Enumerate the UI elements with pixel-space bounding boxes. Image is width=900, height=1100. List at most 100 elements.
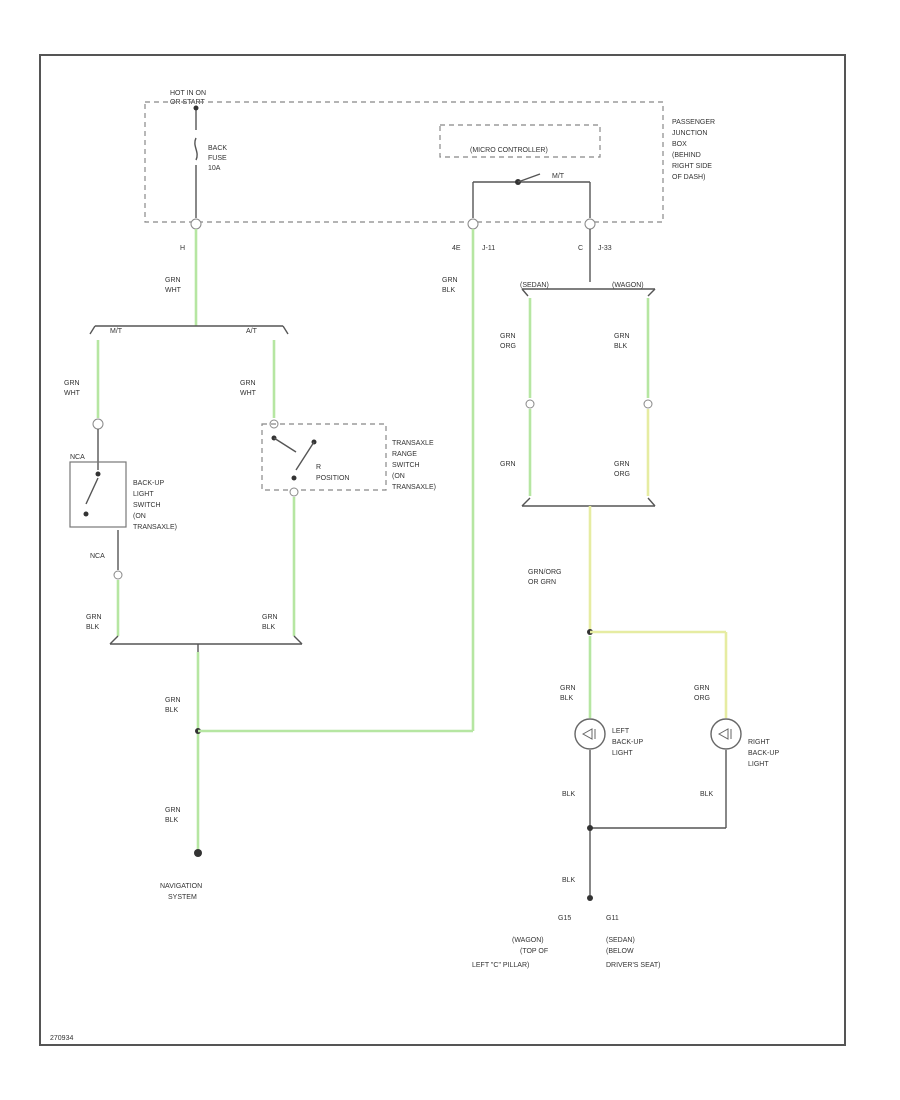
fuse-label-line2: FUSE — [208, 155, 227, 162]
wire-label-grn-blk-main1-1: GRN — [165, 697, 181, 704]
backup-switch-line1: BACK-UP — [133, 480, 164, 487]
footer-code: 270934 — [50, 1035, 73, 1042]
backup-switch-line4: (ON — [133, 513, 146, 520]
wire-label-grn-blk-left-1: GRN — [86, 614, 102, 621]
jb-pin-4e-label: 4E — [452, 245, 461, 252]
navigation-line2: SYSTEM — [168, 894, 197, 901]
backup-switch-line3: SWITCH — [133, 502, 161, 509]
junction-box-line3: BOX — [672, 141, 687, 148]
wire-label-grn-wht-left-1: GRN — [64, 380, 80, 387]
wire-label-sedan-top-2: ORG — [500, 343, 516, 350]
range-switch-contact-icon — [295, 441, 315, 471]
jb-pin-4e-conn-label: J-11 — [482, 245, 495, 252]
ground-right-line1: (SEDAN) — [606, 937, 635, 944]
range-switch-line5: TRANSAXLE) — [392, 484, 436, 491]
wire-label-wagon-bottom-2: ORG — [614, 471, 630, 478]
diagram-frame — [39, 54, 846, 1046]
left-light-name-1: LEFT — [612, 728, 630, 735]
right-backup-light-icon — [710, 718, 742, 750]
ground-left-line3: LEFT "C" PILLAR) — [472, 962, 529, 969]
wire-label-right-light-1: GRN — [694, 685, 710, 692]
wire-label-right-light-2: ORG — [694, 695, 710, 702]
split-label-at: A/T — [246, 328, 258, 335]
left-backup-light-icon — [574, 718, 606, 750]
wire-label-wagon-top-1: GRN — [614, 333, 630, 340]
junction-box-line5: RIGHT SIDE — [672, 163, 712, 170]
wire-label-merge-2: OR GRN — [528, 579, 556, 586]
split-label-mt: M/T — [110, 328, 123, 335]
ground-right-line2: (BELOW — [606, 948, 634, 955]
splice-node-ground — [587, 825, 593, 831]
fuse-label-line1: BACK — [208, 145, 227, 152]
wire-label-grn-blk-right-2: BLK — [262, 624, 276, 631]
right-light-name-2: BACK-UP — [748, 750, 779, 757]
hot-label-line2: OR START — [170, 99, 205, 106]
left-light-name-3: LIGHT — [612, 750, 633, 757]
junction-box-line6: OF DASH) — [672, 174, 705, 181]
jb-pin-c-conn-label: J-33 — [598, 245, 612, 252]
junction-box-line1: PASSENGER — [672, 119, 715, 126]
wire-label-merge-1: GRN/ORG — [528, 569, 561, 576]
range-switch-line2: RANGE — [392, 451, 417, 458]
wire-label-wagon-top-2: BLK — [614, 343, 628, 350]
range-switch-line4: (ON — [392, 473, 405, 480]
wire-label-sedan-bottom: GRN — [500, 461, 516, 468]
hot-label-line1: HOT IN ON — [170, 90, 206, 97]
wire-label-grn-wht-left-2: WHT — [64, 390, 81, 397]
backup-switch-line2: LIGHT — [133, 491, 154, 498]
left-ground-wire-label: BLK — [562, 791, 576, 798]
wire-label-left-light-1: GRN — [560, 685, 576, 692]
variant-sedan-top-label: (SEDAN) — [520, 282, 549, 289]
nca-bottom-label: NCA — [90, 553, 105, 560]
micro-controller-label: (MICRO CONTROLLER) — [470, 147, 548, 154]
wire-label-grn-wht-top-1: GRN — [165, 277, 181, 284]
right-light-name-3: LIGHT — [748, 761, 769, 768]
fuse-label-line3: 10A — [208, 165, 221, 172]
backup-switch-line5: TRANSAXLE) — [133, 524, 177, 531]
wire-label-grn-wht-right-2: WHT — [240, 390, 257, 397]
wire-label-grn-wht-right-1: GRN — [240, 380, 256, 387]
wire-label-grn-blk-main2-2: BLK — [165, 817, 179, 824]
junction-box-line2: JUNCTION — [672, 130, 707, 137]
right-light-name-1: RIGHT — [748, 739, 771, 746]
range-switch-line1: TRANSAXLE — [392, 440, 434, 447]
right-ground-wire-label: BLK — [700, 791, 714, 798]
ground-wire-label: BLK — [562, 877, 576, 884]
wire-label-grn-blk-left-2: BLK — [86, 624, 100, 631]
range-switch-position-r: R — [316, 464, 321, 471]
fuse-pin-label: H — [180, 245, 185, 252]
fuse-icon — [194, 137, 198, 161]
variant-wagon-top-label: (WAGON) — [612, 282, 644, 289]
backup-switch-contact-icon — [85, 477, 99, 505]
wire-label-grn-blk-main2-1: GRN — [165, 807, 181, 814]
ground-right-line3: DRIVER'S SEAT) — [606, 962, 661, 969]
wire-label-sedan-top-1: GRN — [500, 333, 516, 340]
range-switch-line3: SWITCH — [392, 462, 420, 469]
junction-box-line4: (BEHIND — [672, 152, 701, 159]
range-switch-outline — [261, 423, 387, 491]
nca-top-label: NCA — [70, 454, 85, 461]
micro-controller-outline — [439, 124, 601, 158]
jb-pin-4e-connector — [467, 218, 479, 230]
fuse-output-connector — [190, 218, 202, 230]
ground-left-line1: (WAGON) — [512, 937, 544, 944]
range-switch-position-label: POSITION — [316, 475, 349, 482]
jb-pin-c-connector — [584, 218, 596, 230]
ground-left-line2: (TOP OF — [520, 948, 548, 955]
ground-right-code: G11 — [606, 915, 619, 922]
wire-label-grn-blk-main1-2: BLK — [165, 707, 179, 714]
relay-contact-label: M/T — [552, 173, 565, 180]
wire-label-grn-blk-right-1: GRN — [262, 614, 278, 621]
jb-pin-c-label: C — [578, 245, 583, 252]
wire-label-wagon-bottom-1: GRN — [614, 461, 630, 468]
junction-box-outline — [144, 101, 664, 223]
wire-label-grn-blk-mid-1: GRN — [442, 277, 458, 284]
ground-point-node — [587, 895, 593, 901]
navigation-connector-node — [194, 849, 202, 857]
wire-label-left-light-2: BLK — [560, 695, 574, 702]
backup-light-switch-box — [69, 461, 127, 528]
ground-left-code: G15 — [558, 915, 571, 922]
navigation-line1: NAVIGATION — [160, 883, 202, 890]
wire-label-grn-wht-top-2: WHT — [165, 287, 182, 294]
